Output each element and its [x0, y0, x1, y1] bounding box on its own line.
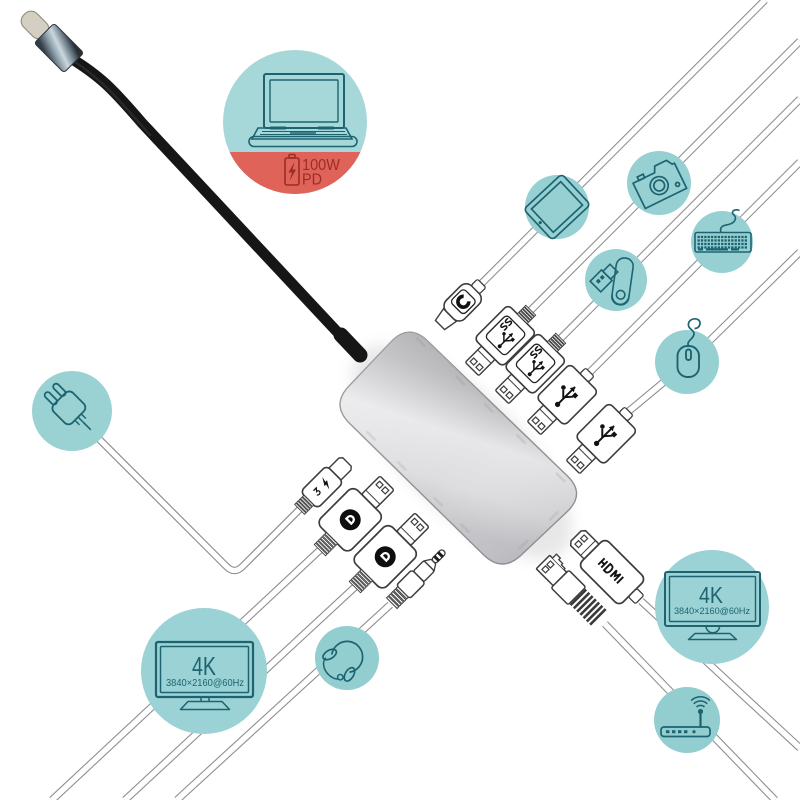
svg-text:3840×2160@60Hz: 3840×2160@60Hz [674, 606, 750, 616]
svg-text:100W: 100W [302, 157, 341, 174]
svg-text:3840×2160@60Hz: 3840×2160@60Hz [166, 677, 244, 689]
svg-text:PD: PD [302, 172, 322, 189]
svg-text:4K: 4K [699, 582, 724, 608]
svg-text:4K: 4K [192, 651, 216, 681]
